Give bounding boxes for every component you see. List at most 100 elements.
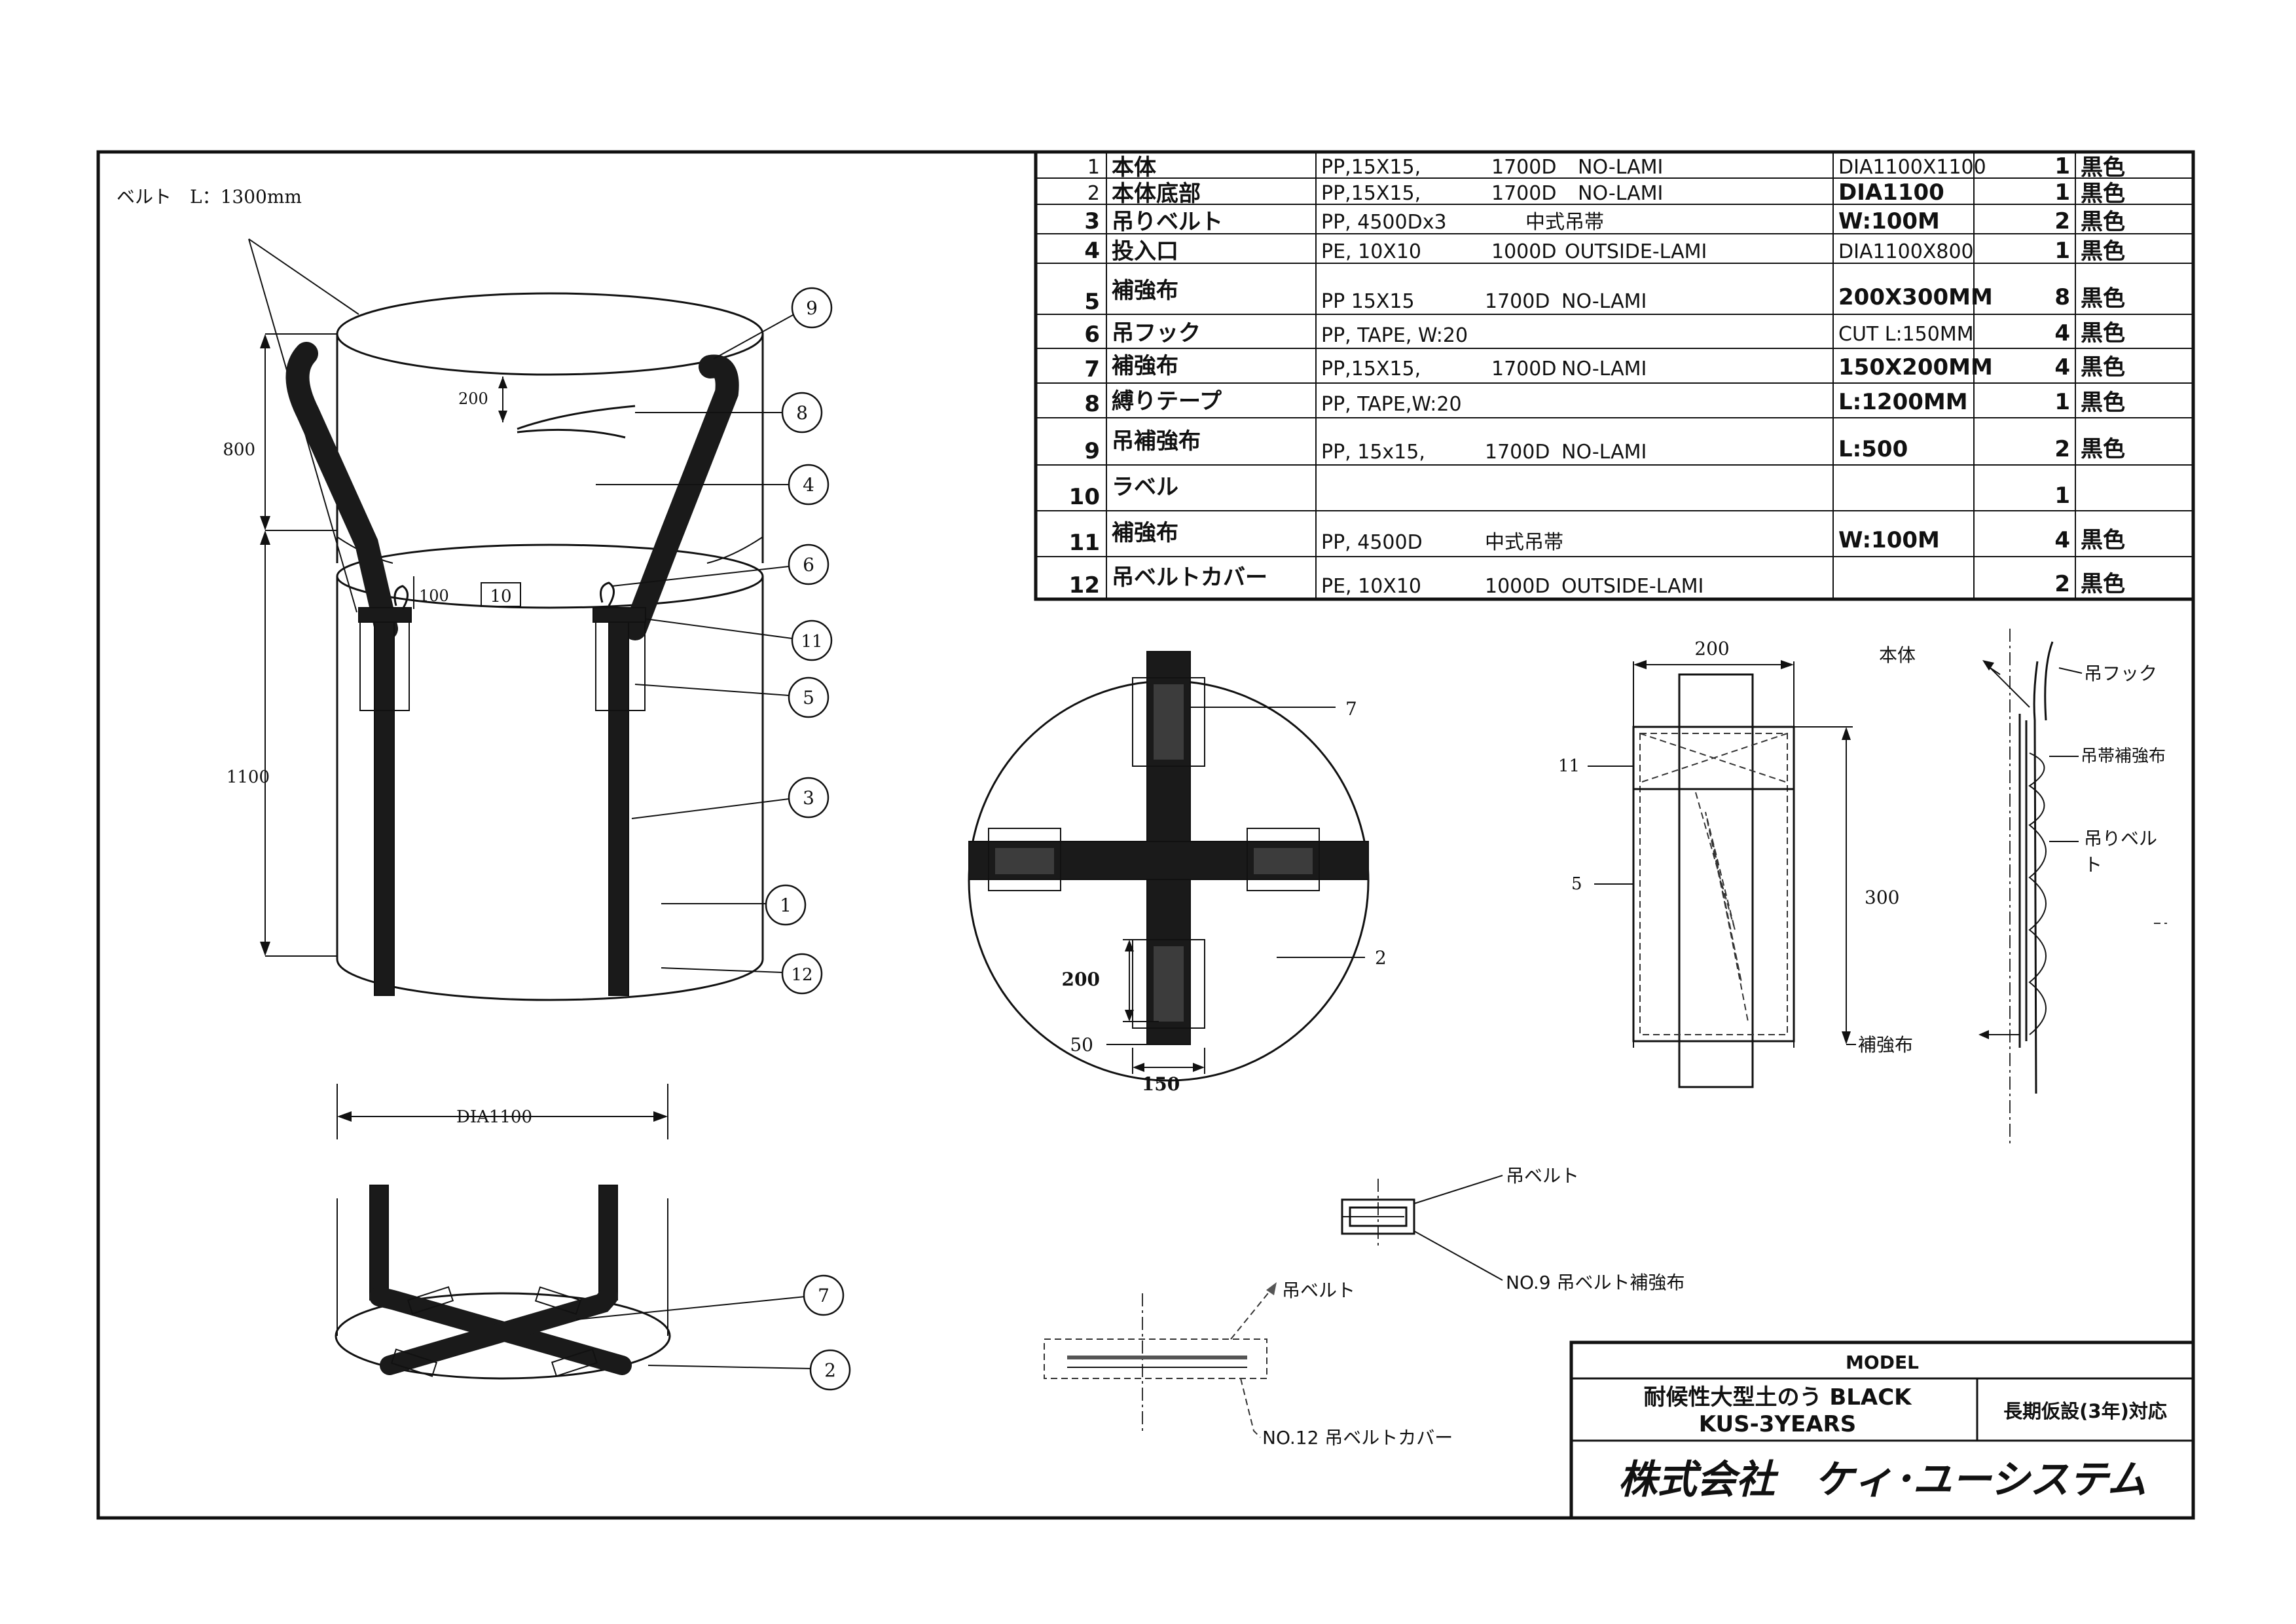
detail-ref-5: 5 [1571,874,1582,894]
callout-3: 3 [803,787,814,809]
row-5-denier: 1700D [1485,290,1550,313]
row-5-spec: PP 15X15 [1321,290,1415,313]
row-6-name: 吊フック [1112,320,1201,346]
callout-11: 11 [801,632,822,652]
dim-top-height: 800 [223,440,255,460]
row-1-no: 1 [1087,156,1100,179]
row-6-no: 6 [1084,322,1100,348]
row-4-qty: 1 [2054,238,2070,264]
row-8-no: 8 [1084,391,1100,417]
fold-label-belt: 吊ベルト [1506,1165,1579,1187]
row-12-denier: 1000D [1485,575,1550,598]
row-12-lami: OUTSIDE-LAMI [1561,575,1704,598]
row-6-color: 黒色 [2081,320,2125,346]
row-6-qty: 4 [2054,320,2070,346]
plan-ref-7: 7 [1345,698,1357,720]
row-11-denier: 中式吊帯 [1485,531,1563,554]
row-3-denier: 中式吊帯 [1525,211,1604,234]
row-12-no: 12 [1069,572,1100,599]
row-9-size: L:500 [1838,436,1908,462]
row-2-lami: NO-LAMI [1578,182,1663,205]
plan-ref-2: 2 [1375,947,1387,969]
section-label-belt-1: 吊りベル [2084,828,2157,849]
plan-dim-pad-length: 200 [1062,969,1100,990]
callout-8: 8 [796,402,808,424]
dim-diameter: DIA1100 [456,1107,532,1127]
detail-dim-height: 300 [1865,887,1899,908]
bottom-callout-2: 2 [824,1359,836,1381]
row-3-qty: 2 [2054,208,2070,234]
row-4-name: 投入口 [1112,238,1178,265]
title-block: MODEL 耐候性大型土のう BLACK KUS-3YEARS 長期仮設(3年)… [1569,1340,2195,1520]
row-7-size: 150X200MM [1838,354,1993,380]
row-6-size: CUT L:150MM [1838,323,1974,346]
belt-cover-detail: 吊ベルト NO.12 吊ベルトカバー [1044,1280,1453,1449]
row-1-size: DIA1100X1100 [1838,156,1986,179]
title-product-line-2: KUS-3YEARS [1699,1411,1856,1437]
callout-9: 9 [806,297,818,319]
row-5-qty: 8 [2054,284,2070,310]
row-7-spec: PP,15X15, [1321,358,1421,380]
row-11-color: 黒色 [2081,527,2125,553]
row-1-qty: 1 [2054,153,2070,179]
fold-label-no9: NO.9 吊ベルト補強布 [1506,1272,1685,1293]
row-6-spec: PP, TAPE, W:20 [1321,324,1468,347]
cover-label-no12: NO.12 吊ベルトカバー [1262,1427,1453,1449]
parts-table: 1 本体 PP,15X15, 1700D NO-LAMI DIA1100X110… [1034,150,2195,601]
cover-label-belt: 吊ベルト [1282,1280,1355,1301]
plan-dim-gap: 50 [1070,1034,1093,1056]
belt-length-note: ベルト L：1300mm [117,186,302,208]
reinforcement-detail: 200 300 補強布 本体 11 5 [1558,638,1916,1088]
row-11-no: 11 [1069,530,1100,556]
callout-5: 5 [803,687,814,709]
row-2-no: 2 [1087,182,1100,205]
detail-dim-width: 200 [1694,638,1729,659]
row-3-no: 3 [1084,208,1100,234]
label-ref-10: 10 [490,587,511,606]
row-4-spec: PE, 10X10 [1321,240,1421,263]
row-2-qty: 1 [2054,179,2070,206]
row-9-qty: 2 [2054,436,2070,462]
row-9-lami: NO-LAMI [1561,441,1647,464]
row-3-size: W:100M [1838,208,1940,234]
detail-label-body: 本体 [1879,644,1916,666]
row-11-size: W:100M [1838,527,1940,553]
callout-4: 4 [803,474,814,496]
side-section-detail: 吊フック 吊帯補強布 吊りベル ト [1978,629,2167,1146]
row-12-color: 黒色 [2081,571,2125,597]
row-7-qty: 4 [2054,354,2070,380]
row-9-color: 黒色 [2081,436,2125,462]
row-12-spec: PE, 10X10 [1321,575,1421,598]
row-8-size: L:1200MM [1838,389,1968,415]
section-label-belt-2: ト [2084,854,2102,876]
row-10-qty: 1 [2054,483,2070,509]
section-label-hook: 吊フック [2084,663,2157,684]
row-9-no: 9 [1084,438,1100,464]
row-3-color: 黒色 [2081,209,2125,235]
row-3-spec: PP, 4500Dx3 [1321,211,1447,234]
title-model-label: MODEL [1846,1352,1919,1373]
row-7-color: 黒色 [2081,354,2125,380]
row-8-spec: PP, TAPE,W:20 [1321,393,1462,416]
detail-ref-11: 11 [1558,756,1580,776]
belt-fold-detail: 吊ベルト NO.9 吊ベルト補強布 [1341,1165,1685,1293]
row-10-name: ラベル [1112,474,1178,500]
row-8-qty: 1 [2054,389,2070,415]
row-4-size: DIA1100X800 [1838,240,1974,263]
row-5-color: 黒色 [2081,286,2125,312]
title-company: 株式会社 ケィ･ユーシステム [1618,1457,2147,1503]
row-7-denier: 1700D [1491,358,1556,380]
row-4-denier: 1000D [1491,240,1556,263]
row-12-qty: 2 [2054,571,2070,597]
row-2-denier: 1700D [1491,182,1556,205]
row-2-spec: PP,15X15, [1321,182,1421,205]
bottom-callout-7: 7 [818,1285,829,1306]
row-7-no: 7 [1084,356,1100,382]
row-1-lami: NO-LAMI [1578,156,1663,179]
bag-elevation: 10 800 1100 200 100 DIA1100 9 8 4 [223,238,833,1139]
row-7-lami: NO-LAMI [1561,358,1647,380]
row-1-spec: PP,15X15, [1321,156,1421,179]
bag-bottom-view: 7 2 [335,1185,851,1391]
row-1-denier: 1700D [1491,156,1556,179]
